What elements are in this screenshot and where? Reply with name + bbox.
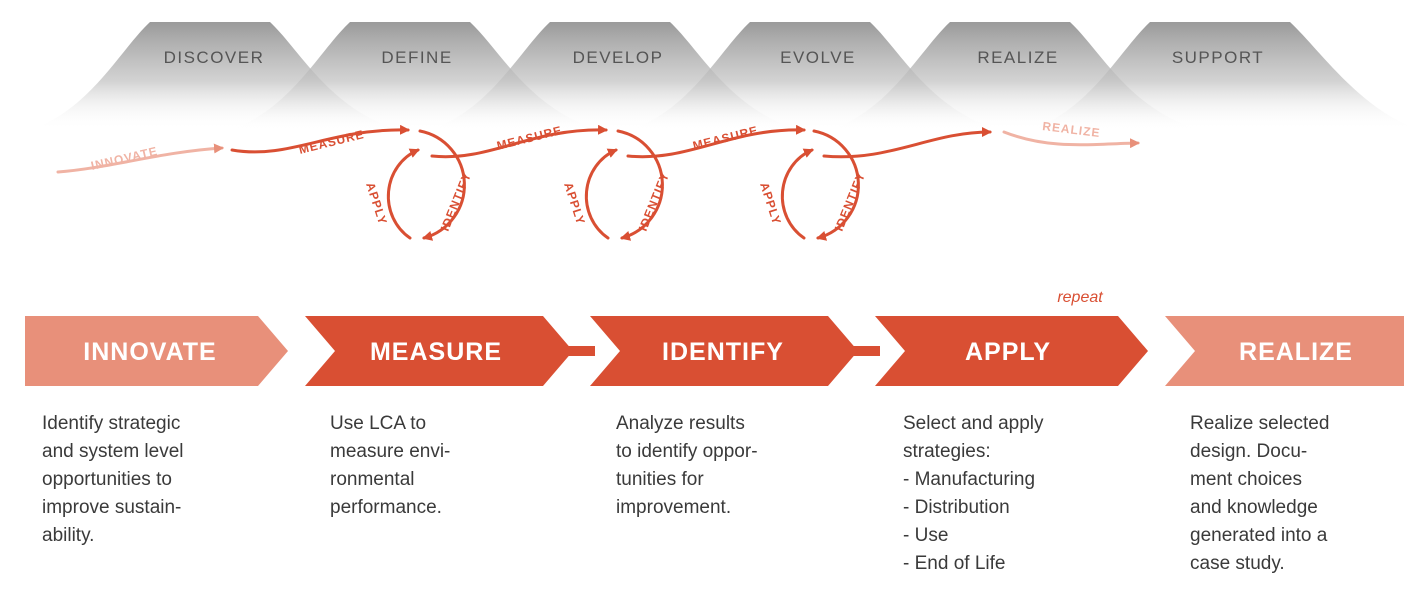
curve-label-apply-2: APPLY <box>561 181 588 227</box>
description-line: improve sustain- <box>42 497 182 518</box>
step-label-innovate: INNOVATE <box>83 338 216 366</box>
phase-label-evolve: EVOLVE <box>780 48 856 67</box>
step-label-realize: REALIZE <box>1239 338 1353 366</box>
chevron-link-2 <box>850 346 880 356</box>
curve-label-identify-2: IDENTIFY <box>636 170 672 233</box>
chevron-apply <box>875 316 1148 386</box>
step-chevrons: INNOVATE MEASURE IDENTIFY APPLY REALIZE <box>25 316 1404 386</box>
description-line: - Manufacturing <box>903 469 1036 490</box>
description-line: to identify oppor- <box>616 441 758 462</box>
apply-arc-2 <box>584 148 618 240</box>
measure-curve-3 <box>626 124 806 159</box>
phase-labels: DISCOVER DEFINE DEVELOP EVOLVE REALIZE S… <box>164 48 1264 67</box>
apply-arc-1 <box>386 148 420 240</box>
curve-label-measure-1: MEASURE <box>297 127 365 157</box>
chevron-innovate <box>25 316 288 386</box>
description-line: and system level <box>42 441 184 462</box>
innovate-curve <box>56 143 224 174</box>
phase-label-realize: REALIZE <box>977 48 1058 67</box>
phase-label-discover: DISCOVER <box>164 48 265 67</box>
description-line: Use LCA to <box>330 413 427 434</box>
apply-arc-3 <box>780 148 814 240</box>
description-line: performance. <box>330 497 442 518</box>
description-line: - Distribution <box>903 497 1010 518</box>
identify-arc-2 <box>616 129 664 241</box>
description-line: Select and apply <box>903 413 1044 434</box>
description-line: measure envi- <box>330 441 451 462</box>
description-line: ability. <box>42 525 95 546</box>
apply-description: Select and apply strategies: - Manufactu… <box>903 410 1143 578</box>
identify-arc-1 <box>418 129 466 241</box>
description-line: design. Docu- <box>1190 441 1308 462</box>
description-line: improvement. <box>616 497 732 518</box>
description-line: - End of Life <box>903 553 1006 574</box>
description-line: and knowledge <box>1190 497 1318 518</box>
realize-connector <box>822 127 992 159</box>
curve-label-identify-3: IDENTIFY <box>832 170 868 233</box>
chevron-identify <box>590 316 858 386</box>
chevron-measure <box>305 316 573 386</box>
realize-description: Realize selected design. Docu- ment choi… <box>1190 410 1428 578</box>
realize-curve <box>1002 130 1140 149</box>
step-label-measure: MEASURE <box>370 338 502 366</box>
step-label-identify: IDENTIFY <box>662 338 784 366</box>
step-label-apply: APPLY <box>965 338 1051 366</box>
phase-label-support: SUPPORT <box>1172 48 1264 67</box>
identify-description: Analyze results to identify oppor- tunit… <box>616 410 856 522</box>
phase-label-develop: DEVELOP <box>573 48 664 67</box>
curve-label-innovate: INNOVATE <box>90 144 160 173</box>
description-line: opportunities to <box>42 469 172 490</box>
mountain-support <box>1030 22 1420 130</box>
description-line: ment choices <box>1190 469 1302 490</box>
description-line: generated into a <box>1190 525 1328 546</box>
chevron-realize <box>1165 316 1404 386</box>
identify-arc-3 <box>812 129 860 241</box>
description-line: - Use <box>903 525 949 546</box>
repeat-note: repeat <box>1057 289 1103 306</box>
flow-curves <box>56 124 1140 241</box>
measure-curve-2 <box>430 124 608 159</box>
phase-mountains <box>30 22 1420 130</box>
curve-label-apply-1: APPLY <box>363 181 390 227</box>
phase-label-define: DEFINE <box>381 48 452 67</box>
description-line: case study. <box>1190 553 1285 574</box>
curve-label-identify-1: IDENTIFY <box>438 170 474 233</box>
description-line: Realize selected <box>1190 413 1330 434</box>
description-line: tunities for <box>616 469 704 490</box>
description-line: ronmental <box>330 469 415 490</box>
curve-label-apply-3: APPLY <box>757 181 784 227</box>
description-line: strategies: <box>903 441 991 462</box>
measure-description: Use LCA to measure envi- ronmental perfo… <box>330 410 570 522</box>
measure-curve-1 <box>230 124 410 154</box>
description-line: Analyze results <box>616 413 745 434</box>
description-line: Identify strategic <box>42 413 181 434</box>
chevron-link-1 <box>565 346 595 356</box>
innovate-description: Identify strategic and system level oppo… <box>42 410 282 550</box>
